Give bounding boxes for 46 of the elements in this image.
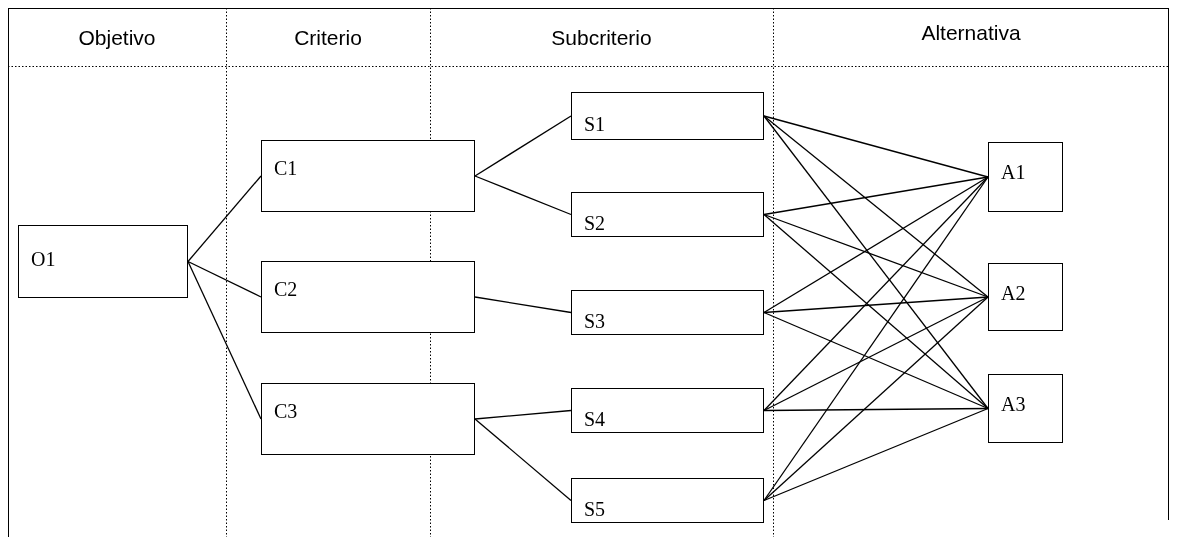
connector-line [187, 175, 262, 263]
connector-line [474, 175, 572, 216]
connector-line [763, 407, 989, 502]
hierarchy-box [571, 192, 764, 237]
node-label: S3 [584, 310, 606, 332]
column-header: Objetivo [78, 26, 156, 49]
connector-line [763, 115, 989, 298]
connector-line [187, 260, 262, 420]
node-label: S1 [584, 113, 606, 135]
hierarchy-box [571, 92, 764, 140]
node-label: A3 [1001, 393, 1026, 415]
node-label: A2 [1001, 282, 1026, 304]
hierarchy-box [571, 478, 764, 523]
hierarchy-box [261, 140, 475, 212]
connector-line [474, 115, 572, 177]
connector-line [474, 409, 572, 420]
node-label: S5 [584, 498, 606, 520]
node-label: C1 [274, 157, 298, 179]
node-label: S2 [584, 212, 606, 234]
connector-line [474, 296, 572, 314]
connector-line [763, 296, 989, 314]
hierarchy-box [18, 225, 188, 298]
column-header: Subcriterio [551, 26, 652, 49]
connector-line [763, 213, 989, 410]
hierarchy-box [988, 263, 1063, 331]
column-header: Criterio [294, 26, 362, 49]
connector-line [763, 115, 989, 178]
node-label: C3 [274, 400, 298, 422]
connector-line [763, 296, 989, 502]
connector-line [474, 418, 572, 502]
connector-line [763, 176, 989, 314]
connector-line [187, 260, 262, 298]
node-label: O1 [31, 248, 56, 270]
node-label: S4 [584, 408, 606, 430]
hierarchy-box [571, 290, 764, 335]
hierarchy-box [988, 142, 1063, 212]
connector-line [763, 176, 989, 216]
connector-line [763, 213, 989, 298]
node-label: C2 [274, 278, 298, 300]
column-header: Alternativa [921, 21, 1021, 44]
connector-line [763, 407, 989, 412]
node-label: A1 [1001, 161, 1026, 183]
hierarchy-box [571, 388, 764, 433]
hierarchy-box [261, 261, 475, 333]
hierarchy-box [261, 383, 475, 455]
hierarchy-box [988, 374, 1063, 443]
